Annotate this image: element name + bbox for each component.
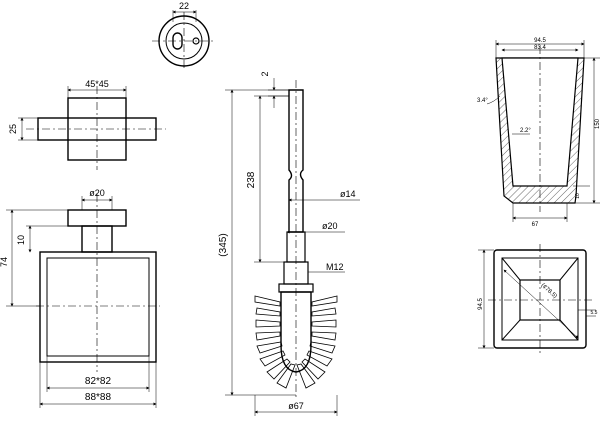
dim-cup-top-outer: 94.5 <box>534 38 546 44</box>
dim-total-height: 74 <box>0 257 9 267</box>
dim-thread: M12 <box>326 262 344 272</box>
dim-cup-plan-width: 94.5 <box>478 298 484 310</box>
toilet-brush: 2 (345) 238 ø14 ø20 M12 ø67 <box>218 71 360 416</box>
dim-holder-height: 25 <box>8 124 18 134</box>
dim-cup-height: 150 <box>595 118 600 129</box>
dim-handle-diameter: ø14 <box>340 189 356 199</box>
dim-neck-diameter: ø20 <box>89 188 105 198</box>
dim-holder-size: 45*45 <box>85 79 109 89</box>
dim-outer-size: 88*88 <box>85 392 112 403</box>
dim-cup-wall: 5.5 <box>591 310 598 316</box>
dim-head-diameter: ø67 <box>288 401 304 411</box>
brush-bristles <box>254 295 338 389</box>
dim-brush-length: (345) <box>218 233 229 256</box>
holder-side-view: 45*45 25 <box>8 79 166 170</box>
dim-sleeve-diameter: ø20 <box>322 221 338 231</box>
dim-cup-top-inner: 83.4 <box>534 45 546 51</box>
dim-top-offset: 2 <box>260 71 270 76</box>
dim-base-width: 67 <box>532 222 539 228</box>
top-view: 22 <box>152 1 216 70</box>
dim-inner-size: 82*82 <box>85 376 112 387</box>
dim-plate-width: 22 <box>179 1 189 11</box>
dim-handle-length: 238 <box>246 171 257 188</box>
holder-front-view: ø20 10 74 82*82 88*88 <box>0 188 160 408</box>
dim-inner-angle: 2.2° <box>520 128 531 134</box>
dim-cup-inner: (¢78.5) <box>540 283 558 300</box>
cup-plan-view: (¢78.5) 94.5 5.5 <box>478 244 598 354</box>
dim-outer-angle: 3.4° <box>477 98 488 104</box>
dim-base-height: 10 <box>575 193 581 199</box>
dim-neck-height: 10 <box>16 235 26 245</box>
cup-section-view: 94.5 83.4 3.4° 2.2° 150 10 67 <box>477 38 600 228</box>
